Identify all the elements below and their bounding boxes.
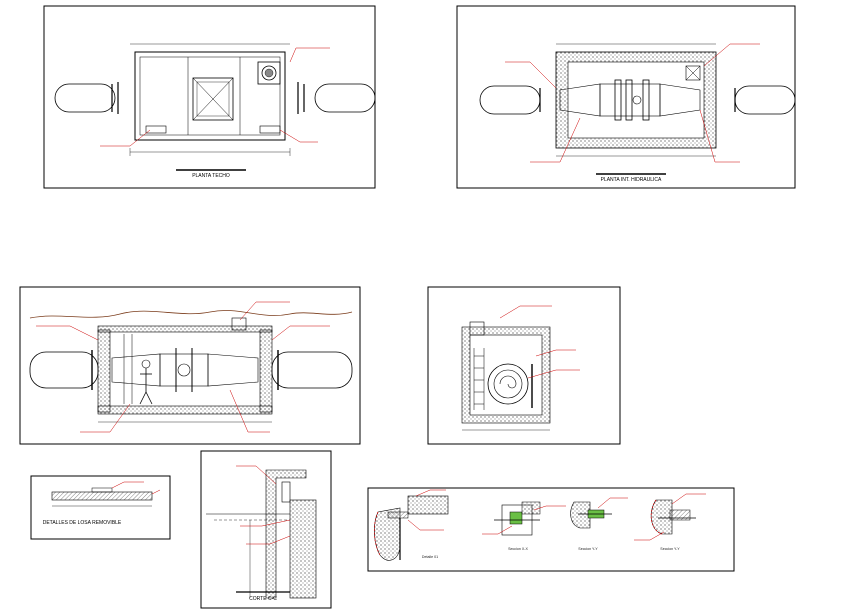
- detail-label: Seccion X-X: [508, 547, 528, 551]
- panel-cross-section: [427, 286, 621, 445]
- panel-title: DETALLES DE LOSA REMOVIBLE: [43, 520, 122, 526]
- detail-label: Seccion Y-Y: [660, 547, 680, 551]
- panel-title: PLANTA INT. HIDRAULICA: [601, 177, 662, 183]
- detail-label: Detalle 01: [422, 555, 438, 559]
- panel-title: CORTE C-C: [249, 596, 277, 602]
- panel-title: PLANTA TECHO: [192, 173, 230, 179]
- panel-corte-cc: CORTE C-C: [200, 450, 332, 609]
- panel-detalles-losa: DETALLES DE LOSA REMOVIBLE: [30, 475, 171, 540]
- worker-figure: [139, 359, 153, 405]
- detail-section-a: Seccion X-X: [482, 501, 566, 551]
- detail-section-b: Seccion Y-Y: [570, 497, 628, 551]
- detail-label: Seccion Y-Y: [578, 547, 598, 551]
- panel-planta-techo: PLANTA TECHO: [43, 5, 376, 189]
- panel-section-elevation: [19, 286, 361, 445]
- panel-planta-int: PLANTA INT. HIDRAULICA: [456, 5, 796, 189]
- detail-01: Detalle 01: [374, 489, 449, 561]
- panel-details: Detalle 01 Seccion X-X Seccion Y-Y: [367, 487, 735, 572]
- detail-section-c: Seccion Y-Y: [634, 493, 706, 551]
